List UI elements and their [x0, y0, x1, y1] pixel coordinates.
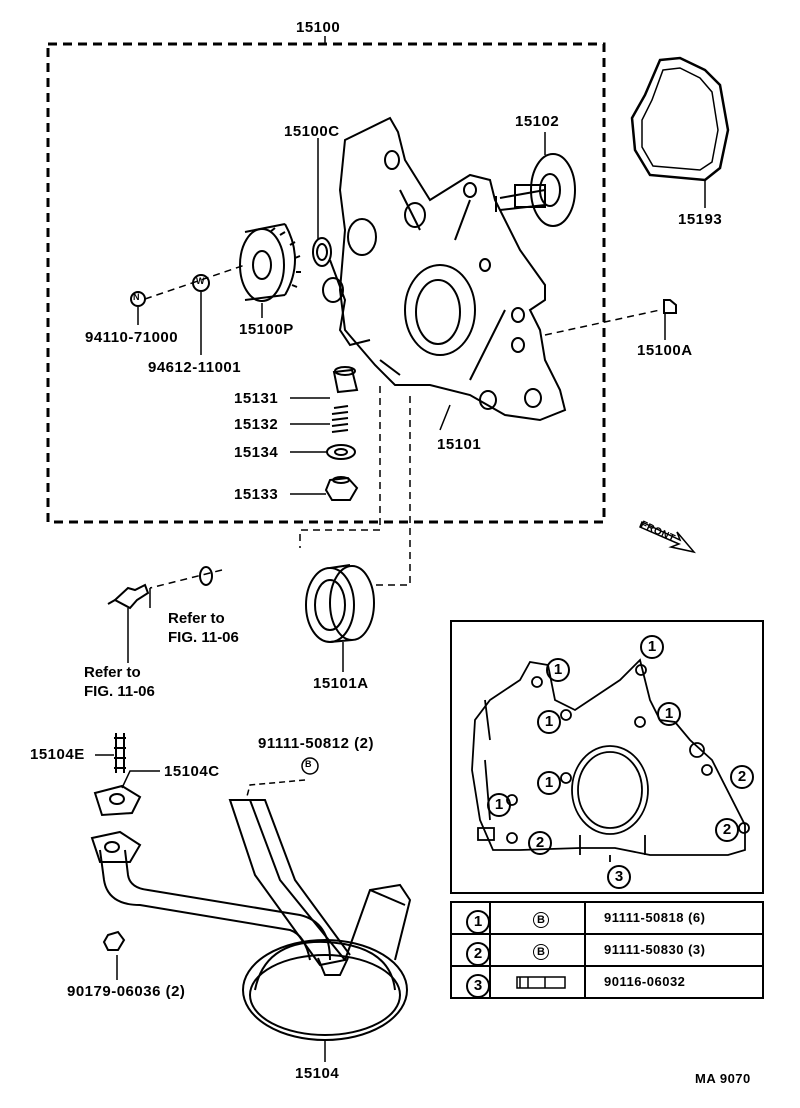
bolt-mark-B — [301, 757, 319, 775]
refer-to-fig-right: Refer to FIG. 11-06 — [168, 610, 239, 648]
mark-W-text: W — [196, 276, 205, 286]
oil-pressure-sensor — [107, 566, 213, 610]
refer-line2: FIG. 11-06 — [168, 628, 239, 646]
mark-B-text: B — [305, 759, 312, 769]
gasket-15193 — [630, 56, 730, 182]
label-15100P: 15100P — [239, 321, 294, 338]
inset-callout-3: 3 — [607, 865, 631, 889]
rotor-15102 — [495, 153, 576, 227]
label-15104C: 15104C — [164, 763, 220, 780]
inset-callout-2a: 2 — [730, 765, 754, 789]
inset-callout-2c: 2 — [528, 831, 552, 855]
label-15100A: 15100A — [637, 342, 693, 359]
label-91111-50812: 91111-50812 (2) — [258, 735, 374, 752]
table-row1-part: 91111-50818 (6) — [604, 910, 706, 925]
label-15100C: 15100C — [284, 123, 340, 140]
gear-15100P — [239, 223, 301, 302]
relief-valve-parts — [324, 366, 359, 501]
inset-callout-1a: 1 — [546, 658, 570, 682]
table-row3-num: 3 — [466, 974, 490, 998]
label-15101: 15101 — [437, 436, 482, 453]
label-15193: 15193 — [678, 211, 723, 228]
label-15132: 15132 — [234, 416, 279, 433]
inset-pump-outline — [471, 658, 750, 862]
label-15100: 15100 — [296, 19, 341, 36]
label-15104E: 15104E — [30, 746, 85, 763]
nut-mark-N — [130, 291, 146, 307]
refer-line2: FIG. 11-06 — [84, 682, 155, 700]
table-row1-mark: B — [533, 912, 549, 928]
inset-callout-1e: 1 — [537, 771, 561, 795]
inset-callout-1c: 1 — [537, 710, 561, 734]
oil-pump-body — [322, 116, 567, 422]
inset-callout-1b: 1 — [640, 635, 664, 659]
label-15104: 15104 — [295, 1065, 340, 1082]
mark-N-text: N — [133, 292, 140, 302]
diagram-code: MA 9070 — [695, 1071, 751, 1086]
inset-callout-1f: 1 — [487, 793, 511, 817]
front-arrow-icon — [639, 520, 697, 554]
washer-mark-W — [192, 274, 210, 292]
label-15134: 15134 — [234, 444, 279, 461]
refer-line1: Refer to — [168, 610, 225, 627]
table-row1-num: 1 — [466, 910, 490, 934]
bolt-table-grid — [450, 901, 764, 999]
table-row2-mark: B — [533, 944, 549, 960]
label-94110-71000: 94110-71000 — [85, 329, 179, 346]
table-row3-part: 90116-06032 — [604, 974, 686, 989]
refer-to-fig-left: Refer to FIG. 11-06 — [84, 664, 155, 702]
refer-line1: Refer to — [84, 664, 141, 681]
label-15102: 15102 — [515, 113, 560, 130]
bolt-location-inset — [450, 620, 764, 894]
stud-bolt-icon — [516, 976, 566, 989]
seal-15100C — [312, 237, 332, 267]
inset-callout-1d: 1 — [657, 702, 681, 726]
oil-strainer — [90, 733, 412, 1041]
label-15133: 15133 — [234, 486, 279, 503]
label-15131: 15131 — [234, 390, 279, 407]
label-94612-11001: 94612-11001 — [148, 359, 242, 376]
inset-callout-2b: 2 — [715, 818, 739, 842]
table-row2-part: 91111-50830 (3) — [604, 942, 706, 957]
table-row2-num: 2 — [466, 942, 490, 966]
label-15101A: 15101A — [313, 675, 369, 692]
label-90179-06036: 90179-06036 (2) — [67, 983, 186, 1000]
oil-seal-15101A — [305, 564, 375, 643]
